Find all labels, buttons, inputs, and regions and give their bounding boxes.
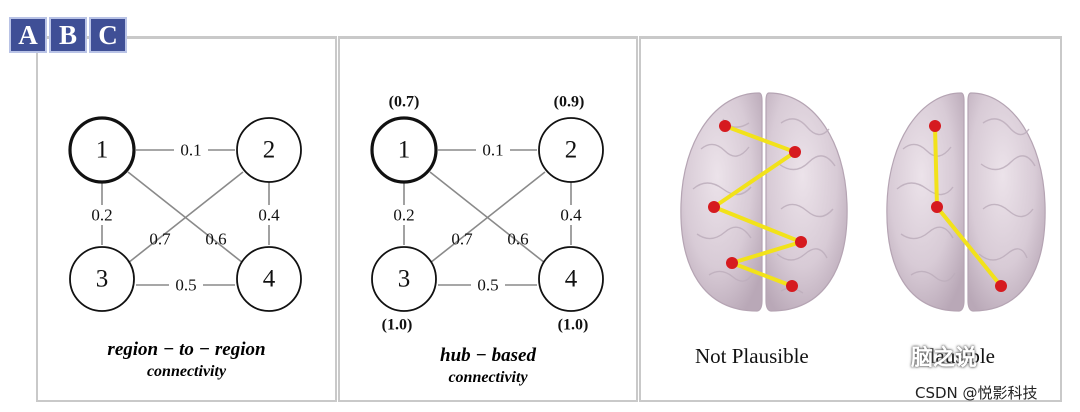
- caption-a-line1: region − to − region: [38, 339, 335, 361]
- hub-score-2: (0.9): [554, 94, 585, 111]
- node-1-label: 1: [96, 137, 109, 164]
- panel-region-to-region: 0.1 0.2 0.4 0.5 0.7 0.6 1 2 3 4 region −…: [36, 36, 337, 402]
- node-3-label: 3: [398, 266, 411, 293]
- weight-2-3: 0.7: [149, 230, 171, 249]
- caption-b: hub − based connectivity: [340, 345, 636, 389]
- caption-a-line2: connectivity: [38, 361, 335, 383]
- weight-1-4: 0.6: [205, 230, 226, 249]
- weight-2-4: 0.4: [560, 206, 582, 225]
- weight-1-2: 0.1: [180, 141, 201, 160]
- node-4-label: 4: [263, 266, 276, 293]
- weight-1-3: 0.2: [393, 206, 414, 225]
- tab-b: B: [49, 17, 87, 53]
- panel-hub-based: 0.1 0.2 0.4 0.5 0.7 0.6 1 2 3 4 (0.7) (0…: [338, 36, 638, 402]
- weight-2-4: 0.4: [258, 206, 280, 225]
- hub-score-1: (0.7): [389, 94, 420, 111]
- brain-plausible: [887, 93, 1045, 311]
- brain-not-plausible: [681, 93, 847, 311]
- node-4-label: 4: [565, 266, 578, 293]
- label-not-plausible: Not Plausible: [695, 344, 809, 369]
- caption-b-line1: hub − based: [340, 345, 636, 367]
- watermark-bottom: CSDN @悦影科技: [915, 382, 1038, 403]
- weight-3-4: 0.5: [175, 276, 196, 295]
- caption-b-line2: connectivity: [340, 367, 636, 389]
- weight-3-4: 0.5: [477, 276, 498, 295]
- watermark-top: 脑之说: [911, 340, 977, 372]
- node-3-label: 3: [96, 266, 109, 293]
- node-2-label: 2: [565, 137, 578, 164]
- weight-1-2: 0.1: [482, 141, 503, 160]
- weight-2-3: 0.7: [451, 230, 473, 249]
- node-2-label: 2: [263, 137, 276, 164]
- hub-score-3: (1.0): [382, 317, 413, 334]
- tab-a: A: [9, 17, 47, 53]
- panel-tabs: A B C: [9, 17, 127, 53]
- weight-1-3: 0.2: [91, 206, 112, 225]
- caption-a: region − to − region connectivity: [38, 339, 335, 383]
- panel-plausibility: Not Plausible Plausible: [639, 36, 1062, 402]
- node-1-label: 1: [398, 137, 411, 164]
- weight-1-4: 0.6: [507, 230, 528, 249]
- hub-score-4: (1.0): [558, 317, 589, 334]
- tab-c: C: [89, 17, 127, 53]
